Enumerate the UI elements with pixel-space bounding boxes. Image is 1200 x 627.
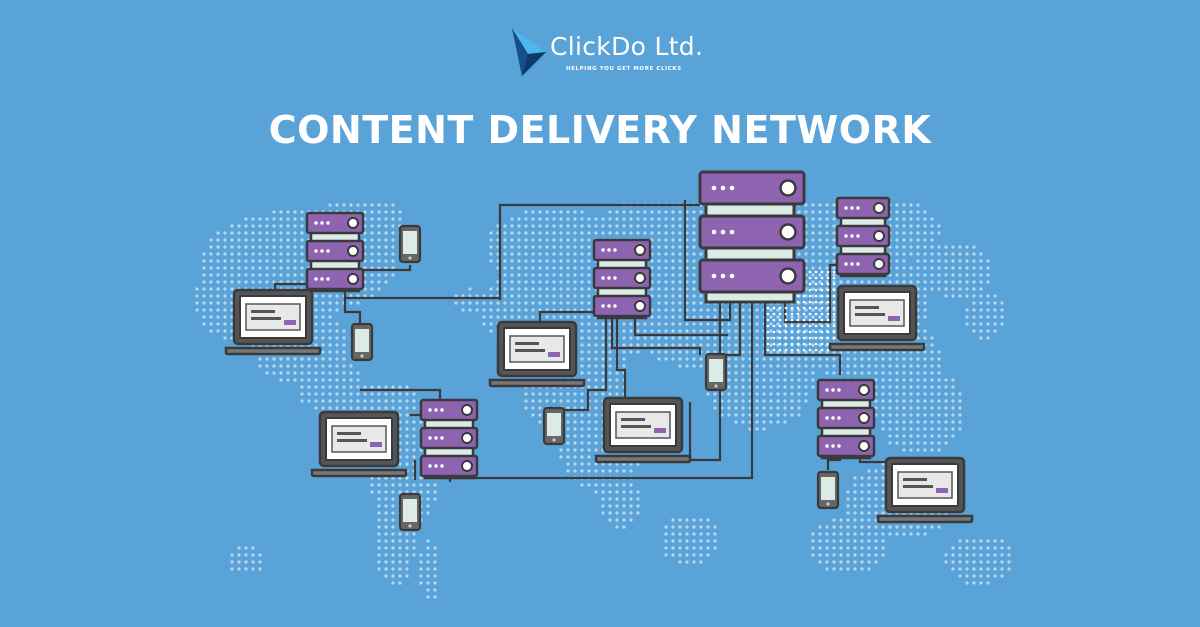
laptop-icon [310, 410, 408, 478]
laptop-icon [224, 288, 322, 356]
origin-server-icon [698, 170, 806, 304]
network-cable [610, 298, 702, 355]
network-cable [345, 265, 412, 272]
brand-tagline: HELPING YOU GET MORE CLICKS [566, 66, 682, 72]
laptop-icon [828, 284, 926, 352]
smartphone-icon [398, 224, 422, 264]
laptop-icon [876, 456, 974, 524]
edge-server-icon [592, 238, 652, 320]
smartphone-icon [704, 352, 728, 392]
paper-plane-icon [512, 28, 546, 76]
edge-server-icon [835, 196, 891, 278]
network-cable [715, 300, 742, 357]
brand-name: ClickDo Ltd. [550, 32, 704, 61]
brand-logo: ClickDo Ltd. HELPING YOU GET MORE CLICKS [508, 26, 708, 80]
smartphone-icon [542, 406, 566, 446]
network-cable [498, 203, 700, 215]
smartphone-icon [350, 322, 374, 362]
network-cable [683, 200, 732, 322]
smartphone-icon [816, 470, 840, 510]
network-cable [343, 215, 502, 300]
page-title: CONTENT DELIVERY NETWORK [268, 108, 932, 152]
edge-server-icon [419, 398, 479, 480]
network-devices [224, 170, 974, 532]
edge-server-icon [305, 211, 365, 293]
smartphone-icon [398, 492, 422, 532]
laptop-icon [488, 320, 586, 388]
network-cable [615, 298, 627, 400]
laptop-icon [594, 396, 692, 464]
network-cable [763, 300, 842, 375]
edge-server-icon [816, 378, 876, 460]
network-cable [555, 298, 608, 412]
